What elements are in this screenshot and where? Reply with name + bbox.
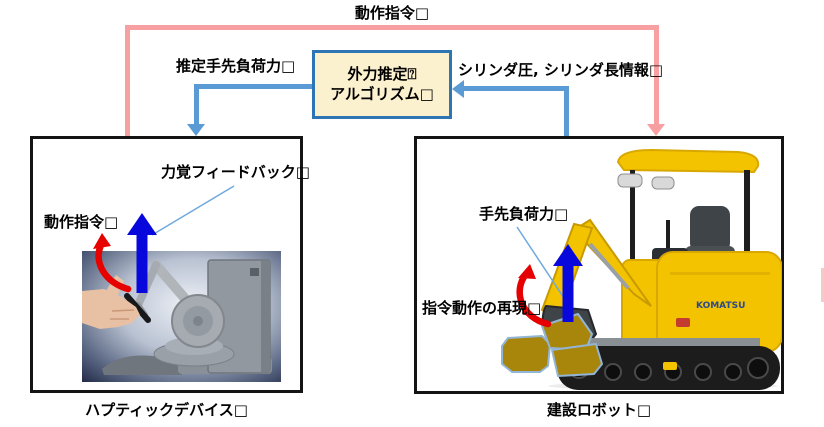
track-yellow-mark [663,362,677,370]
excavator-control-lever [666,220,670,254]
excavator-work-light-1 [617,173,643,188]
cylinder-info-flow-horizontal [464,86,569,91]
right-edge-artifact [821,268,824,302]
haptic-device-caption: ハプティックデバイス□ [85,401,248,419]
track-wheel-7 [747,357,769,379]
haptic-motion-command-label: 動作指令□ [44,213,119,231]
command-flow-arrowhead-icon [647,124,665,136]
estimated-force-flow-horizontal [194,84,312,89]
estimated-force-flow-vertical [194,84,199,124]
excavator-boom-cylinder [588,242,630,290]
rock-right [551,343,603,377]
excavator-photo: KOMATSU [501,148,782,390]
excavator-canopy-roof [616,148,760,174]
excavator-seat-back [690,206,730,252]
excavator-front-post [630,170,635,280]
estimated-force-arrowhead-icon [187,124,205,136]
algorithm-box-line1: 外力推定⍰ [347,65,417,83]
haptic-back-panel-edge [261,261,270,372]
force-feedback-label: 力覚フィードバック□ [161,163,310,181]
cylinder-info-flow-vertical [564,86,569,136]
robot-tip-load-arrow [553,244,583,322]
robot-motion-curved-arrow [516,264,552,328]
track-wheel-3 [634,363,652,381]
tip-load-label: 手先負荷力□ [479,205,569,223]
rock-left [501,335,551,373]
track-wheel-6 [724,363,742,381]
command-flow-top-segment [125,25,659,30]
excavator-body-decal [676,318,690,327]
haptic-hub-center [193,316,203,326]
cylinder-info-label: シリンダ圧, シリンダ長情報□ [458,61,664,79]
cylinder-info-arrowhead-icon [452,80,464,98]
track-wheel-2 [604,363,622,381]
command-flow-right-segment [654,25,659,124]
track-wheel-5 [694,363,712,381]
force-feedback-leader-line [151,185,235,236]
tip-load-leader-line [516,226,565,299]
hand-finger-line1 [111,309,135,312]
algorithm-box-line2: アルゴリズム□ [330,84,434,103]
komatsu-brand-text: KOMATSU [696,301,745,311]
haptic-motion-command-arrow [127,213,157,293]
construction-robot-caption: 建設ロボット□ [546,401,652,419]
excavator-rear-post [744,170,750,288]
estimated-tip-force-label: 推定手先負荷力□ [176,57,296,75]
excavator-work-light-2 [651,176,675,190]
excavator-body-seam [670,272,770,275]
motion-reproduction-label: 指令動作の再現□ [422,299,542,317]
command-flow-left-segment [125,25,130,136]
haptic-stylus [124,293,151,323]
haptic-device-panel: 力覚フィードバック□ 動作指令□ [30,136,310,393]
haptic-panel-logo [250,268,259,276]
haptic-device-photo [82,251,281,382]
top-motion-command-label: 動作指令□ [354,4,430,22]
construction-robot-panel: KOMATSU [414,136,784,394]
external-force-algorithm-box: 外力推定⍰ アルゴリズム□ [312,50,452,119]
haptic-motion-curved-arrow [93,233,132,293]
